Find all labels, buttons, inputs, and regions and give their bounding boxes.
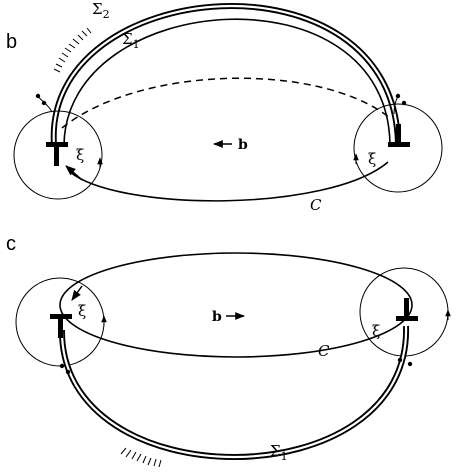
right-burgers-circuit — [353, 103, 443, 193]
circuit-endpoints — [35, 93, 407, 106]
circuit-connectors — [37, 95, 399, 115]
contour-c-b-arrow — [65, 165, 83, 181]
panel-b-label: b — [6, 31, 17, 53]
dashed-connection — [61, 77, 391, 129]
xi-left-label-c: ξ — [78, 302, 86, 320]
burgers-vector-label-c: b — [212, 309, 222, 325]
panel-c-label: c — [6, 233, 16, 255]
contour-label-b: C — [310, 196, 322, 214]
sigma1-label: Σ1 — [122, 30, 140, 51]
panel-b: b — [6, 0, 443, 214]
sigma1-surface-line — [63, 18, 391, 146]
sigma1-label-c: Σ1 — [270, 442, 288, 463]
burgers-vector-label-b: b — [238, 137, 248, 153]
contour-label-c: C — [318, 342, 330, 360]
sigma2-label: Σ2 — [92, 0, 110, 21]
surface-hatching — [53, 27, 92, 73]
xi-left-label: ξ — [76, 146, 84, 164]
sigma2-surface-band — [50, 3, 401, 146]
left-burgers-circuit — [13, 110, 103, 200]
contour-c-arrow — [71, 285, 83, 301]
left-dislocation-icon-c — [50, 314, 72, 338]
sigma1-surface-band-c — [58, 325, 410, 460]
surface-hatching-c — [120, 447, 162, 468]
right-dislocation-icon — [388, 124, 410, 147]
xi-right-label: ξ — [368, 150, 376, 168]
contour-c-b — [69, 161, 389, 202]
left-dislocation-icon — [46, 142, 68, 166]
right-dislocation-icon-c — [396, 298, 418, 321]
panel-c: c — [6, 233, 451, 468]
circuit-endpoints-c — [59, 357, 413, 375]
xi-right-label-c: ξ — [372, 322, 380, 340]
contour-c-ellipse — [59, 252, 413, 358]
